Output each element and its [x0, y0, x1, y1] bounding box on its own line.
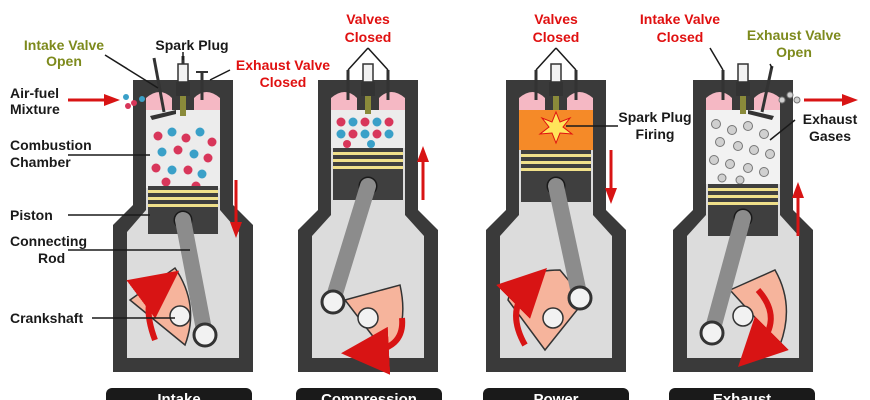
- crankshaft-center: [542, 307, 564, 329]
- intake-flow-arrow-icon: [68, 94, 145, 109]
- valves-closed-label-compression-1: Valves: [346, 11, 390, 27]
- intake-valve-open-label-1: Intake Valve: [24, 37, 104, 53]
- valves-closed-label-power-1: Valves: [534, 11, 578, 27]
- crankshaft-label: Crankshaft: [10, 310, 83, 326]
- exhaust-valve: [748, 65, 774, 120]
- engine-compression: Compression: [296, 47, 442, 400]
- leader-lines: [347, 47, 389, 71]
- crank-pin: [567, 285, 593, 311]
- combustion-chamber: [146, 110, 220, 188]
- spark-plug-firing-label-2: Firing: [636, 126, 675, 142]
- up-arrow-icon: [417, 146, 429, 200]
- connecting-rod: [325, 178, 376, 308]
- gas-particles: [151, 127, 217, 191]
- valve-seat: [146, 92, 172, 110]
- stage-label-power: Power: [533, 391, 578, 400]
- spark-plug: [549, 63, 563, 110]
- valves-closed-label-power-2: Closed: [533, 29, 580, 45]
- piston-label: Piston: [10, 207, 53, 223]
- connecting-rod: [175, 212, 213, 343]
- leader-lines: [535, 47, 618, 127]
- exhaust-valve-closed-label-1: Exhaust Valve: [236, 57, 330, 73]
- stage-label-box: [669, 388, 815, 400]
- valve-stems: [534, 70, 578, 100]
- exhaust-valve-closed-label-2: Closed: [260, 74, 307, 90]
- connecting-rod-label-1: Connecting: [10, 233, 87, 249]
- spark-plug-label: Spark Plug: [155, 37, 228, 53]
- spark-plug: [361, 63, 375, 114]
- connecting-rod: [548, 178, 588, 306]
- valve-stems: [346, 70, 390, 100]
- connecting-rod: [704, 210, 751, 340]
- leader-lines: [709, 47, 796, 141]
- crank-pin: [699, 320, 725, 346]
- engine-power: Power: [483, 47, 629, 400]
- crankshaft-center: [357, 307, 379, 329]
- down-arrow-icon: [605, 150, 617, 204]
- piston: [333, 148, 403, 200]
- exhaust-valve-open-label-2: Open: [776, 44, 812, 60]
- exhaust-flow-arrow-icon: [778, 91, 858, 106]
- exhaust-gases-label-2: Gases: [809, 128, 851, 144]
- engine-exhaust: Exhaust: [669, 47, 858, 400]
- crankshaft-center: [169, 305, 191, 327]
- rotation-arrow-icon: [496, 268, 547, 347]
- intake-valve-open-label-2: Open: [46, 53, 82, 69]
- spark-plug-firing-label-1: Spark Plug: [618, 109, 691, 125]
- crank-pin: [320, 289, 346, 315]
- air-fuel-mixture-label-1: Air-fuel: [10, 85, 59, 101]
- valve-seat: [754, 92, 780, 110]
- stage-label-intake: Intake: [157, 391, 200, 400]
- stage-label-box: [483, 388, 629, 400]
- combustion-chamber-label-2: Chamber: [10, 154, 71, 170]
- valve-seat: [519, 92, 545, 110]
- valve-seat: [379, 92, 405, 110]
- intake-valve: [150, 57, 176, 120]
- connecting-rod-label-2: Rod: [38, 250, 65, 266]
- valves-closed-label-compression-2: Closed: [345, 29, 392, 45]
- down-arrow-icon: [230, 180, 242, 238]
- crankshaft-center: [732, 305, 754, 327]
- stage-label-box: [296, 388, 442, 400]
- stage-label-box: [106, 388, 252, 400]
- stage-label-compression: Compression: [321, 391, 417, 400]
- air-fuel-mixture-label-2: Mixture: [10, 101, 60, 117]
- exhaust-gas-particles: [709, 119, 775, 185]
- up-arrow-icon: [792, 182, 804, 236]
- spark-plug: [176, 56, 190, 116]
- ignition-spark-icon: [538, 110, 574, 145]
- rotation-arrow-icon: [341, 317, 406, 375]
- exhaust-valve-open-label-1: Exhaust Valve: [747, 27, 841, 43]
- valve-seat: [567, 92, 593, 110]
- valve-seat: [706, 92, 732, 110]
- gas-particles: [336, 117, 394, 148]
- rotation-arrow-icon: [126, 270, 180, 342]
- rotation-arrow-icon: [738, 287, 789, 367]
- spark-plug: [736, 63, 750, 114]
- stage-label-exhaust: Exhaust: [713, 391, 771, 400]
- valve-seat: [331, 92, 357, 110]
- crank-pin: [192, 322, 218, 348]
- engine-intake: Intake: [68, 52, 253, 400]
- intake-valve-closed-label-1: Intake Valve: [640, 11, 720, 27]
- exhaust-gases-label-1: Exhaust: [803, 111, 858, 127]
- exhaust-valve: [196, 71, 208, 100]
- intake-valve-closed-label-2: Closed: [657, 29, 704, 45]
- leader-lines: [68, 52, 231, 319]
- combustion-chamber-label-1: Combustion: [10, 137, 92, 153]
